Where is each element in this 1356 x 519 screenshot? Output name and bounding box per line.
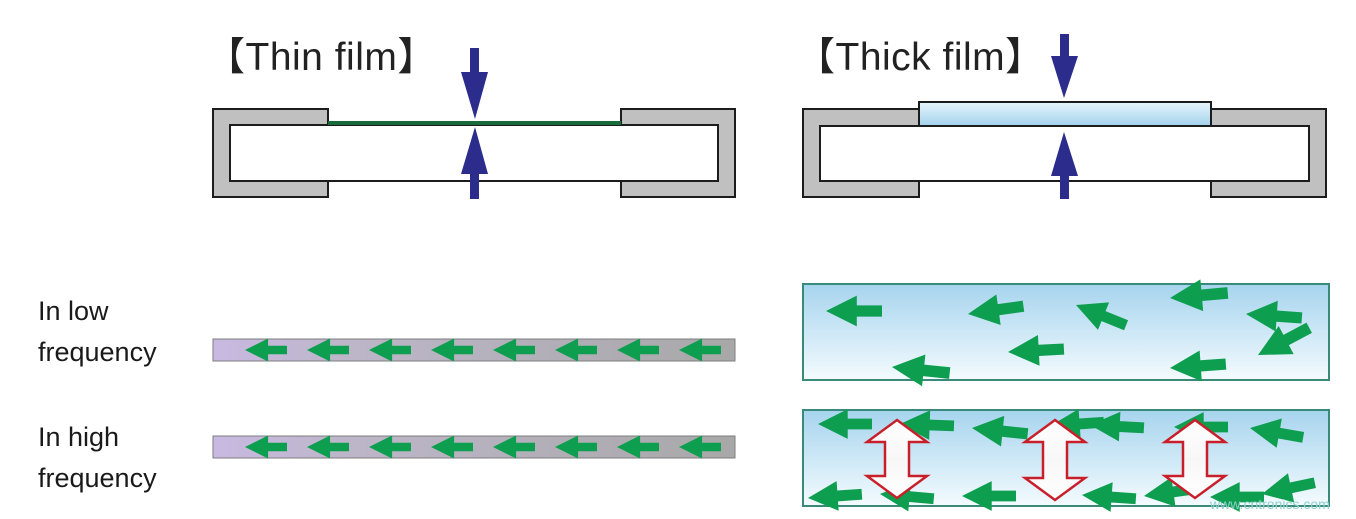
thin-strip-left-arrow-icon xyxy=(245,435,287,459)
thin-strip-left-arrow-icon xyxy=(369,338,411,362)
thick-high-left-arrow-icon xyxy=(808,481,863,511)
thick-low-left-arrow-icon xyxy=(1076,302,1129,331)
low-frequency-label: In low frequency xyxy=(38,291,157,373)
thin-film-layer xyxy=(328,121,621,125)
thin-strip-left-arrow-icon xyxy=(307,435,349,459)
thin-film-thickness-down-arrow-icon xyxy=(461,48,488,119)
low-frequency-label-line1: In low xyxy=(38,296,109,326)
thin-strip-left-arrow-icon xyxy=(679,338,721,362)
thick-high-left-arrow-icon xyxy=(1210,482,1264,512)
thick-film-title: 【Thick film】 xyxy=(796,36,1045,79)
high-frequency-label: In high frequency xyxy=(38,417,157,499)
thick-high-left-arrow-icon xyxy=(1090,411,1145,442)
high-frequency-label-line2: frequency xyxy=(38,463,157,493)
thick-low-left-arrow-icon xyxy=(1246,300,1303,332)
thin-film-thickness-up-arrow-icon xyxy=(461,127,488,199)
thick-low-left-arrow-icon xyxy=(1170,279,1229,312)
up-down-double-arrow-icon xyxy=(863,418,931,500)
thick-high-left-arrow-icon xyxy=(818,409,872,439)
thick-low-left-arrow-icon xyxy=(1170,350,1227,382)
thick-high-left-arrow-icon xyxy=(1262,473,1316,503)
thin-film-cross-section xyxy=(212,48,736,199)
thin-strip-left-arrow-icon xyxy=(679,435,721,459)
thin-strip-left-arrow-icon xyxy=(431,435,473,459)
watermark: www.cntronics.com xyxy=(1210,496,1330,512)
thin-strip-left-arrow-icon xyxy=(493,338,535,362)
thick-low-left-arrow-icon xyxy=(892,354,951,387)
thin-film-high-frequency-strip xyxy=(212,435,736,459)
thick-film-low-frequency-box xyxy=(802,279,1330,387)
up-down-double-arrow-icon xyxy=(1021,418,1089,502)
thick-high-left-arrow-icon xyxy=(1082,482,1137,512)
thin-strip-left-arrow-icon xyxy=(431,338,473,362)
low-frequency-label-line2: frequency xyxy=(38,337,157,367)
thick-low-left-arrow-icon xyxy=(826,295,882,327)
thick-high-left-arrow-icon xyxy=(900,410,955,440)
thin-strip-left-arrow-icon xyxy=(617,435,659,459)
high-frequency-label-line1: In high xyxy=(38,422,120,452)
thick-film-thickness-down-arrow-icon xyxy=(1051,34,1078,98)
thin-strip-left-arrow-icon xyxy=(245,338,287,362)
thin-film-title: 【Thin film】 xyxy=(206,36,437,79)
thin-strip-left-arrow-icon xyxy=(555,435,597,459)
thin-film-low-frequency-strip xyxy=(212,338,736,362)
thin-strip-high xyxy=(212,435,736,459)
thick-high-left-arrow-icon xyxy=(972,415,1029,447)
thick-film-cross-section xyxy=(802,34,1327,199)
thin-strip-left-arrow-icon xyxy=(369,435,411,459)
thick-low-left-arrow-icon xyxy=(1258,322,1312,355)
thin-strip-left-arrow-icon xyxy=(617,338,659,362)
thick-box-low xyxy=(802,283,1330,381)
thick-low-left-arrow-icon xyxy=(968,294,1025,325)
thin-strip-left-arrow-icon xyxy=(493,435,535,459)
thick-low-left-arrow-icon xyxy=(1008,335,1065,366)
thick-high-left-arrow-icon xyxy=(1144,477,1199,507)
thin-strip-left-arrow-icon xyxy=(555,338,597,362)
thick-high-left-arrow-icon xyxy=(1250,418,1305,448)
thick-high-left-arrow-icon xyxy=(962,481,1016,511)
up-down-double-arrow-icon xyxy=(1161,418,1229,500)
thin-strip-low xyxy=(212,338,736,362)
thick-film-layer xyxy=(918,101,1212,127)
thick-film-high-frequency-box xyxy=(802,409,1330,512)
thick-film-thickness-up-arrow-icon xyxy=(1051,132,1078,199)
thin-strip-left-arrow-icon xyxy=(307,338,349,362)
